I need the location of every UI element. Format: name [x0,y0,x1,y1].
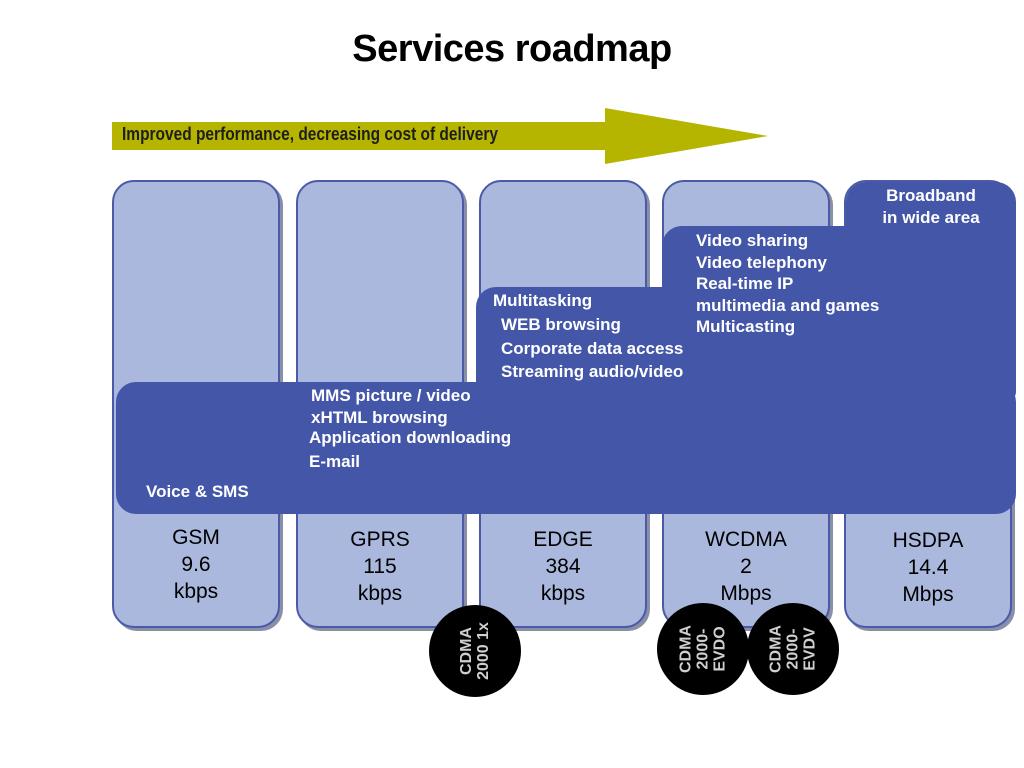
service-real-time-ip: Real-time IP [696,274,794,293]
data-rate: 2 [740,555,752,578]
column-label-gsm: GSM 9.6 kbps [112,524,280,605]
service-mms: MMS picture / video [311,386,471,405]
service-broadband: Broadband [886,186,976,205]
data-rate: 384 [545,555,581,578]
cdma-2000-evdv-badge: CDMA 2000- EVDV [747,603,839,695]
cdma-badge-text: CDMA 2000 1x [458,622,492,680]
rate-unit: kbps [540,582,586,605]
band-voice-gprs [116,382,1016,514]
page-title: Services roadmap [352,28,672,70]
service-wide-area: in wide area [882,208,980,227]
service-web-browsing: WEB browsing [501,315,621,334]
rate-unit: Mbps [902,583,954,606]
data-rate: 14.4 [907,556,949,579]
service-multitasking: Multitasking [493,291,593,310]
tech-name: EDGE [533,528,593,551]
cdma-2000-1x-badge: CDMA 2000 1x [429,605,521,697]
service-video-telephony: Video telephony [696,253,827,272]
rate-unit: Mbps [720,582,772,605]
tech-name: GSM [172,526,220,549]
column-label-gprs: GPRS 115 kbps [296,526,464,607]
tech-name: HSDPA [892,529,964,552]
data-rate: 9.6 [181,553,211,576]
service-multicasting: Multicasting [696,317,796,336]
column-label-wcdma: WCDMA 2 Mbps [662,526,830,607]
arrow-shape [112,108,768,164]
column-label-edge: EDGE 384 kbps [479,526,647,607]
service-multimedia-games: multimedia and games [696,296,880,315]
cdma-badge-text: CDMA 2000- EVDV [767,625,819,673]
service-app-download: Application downloading [309,428,512,447]
column-label-hsdpa: HSDPA 14.4 Mbps [844,527,1012,608]
data-rate: 115 [363,555,397,578]
service-streaming: Streaming audio/video [501,362,684,381]
cdma-2000-evdo-badge: CDMA 2000- EVDO [657,603,749,695]
service-video-sharing: Video sharing [696,231,809,250]
cdma-badge-text: CDMA 2000- EVDO [677,625,729,673]
tech-name: GPRS [350,528,410,551]
arrow-label: Improved performance, decreasing cost of… [122,124,498,144]
rate-unit: kbps [357,582,403,605]
service-voice-sms: Voice & SMS [146,482,249,501]
tech-name: WCDMA [705,528,787,551]
service-corporate-data: Corporate data access [501,339,684,358]
rate-unit: kbps [173,580,219,603]
service-email: E-mail [309,452,361,471]
service-xhtml: xHTML browsing [311,408,448,427]
progress-arrow [112,108,768,164]
